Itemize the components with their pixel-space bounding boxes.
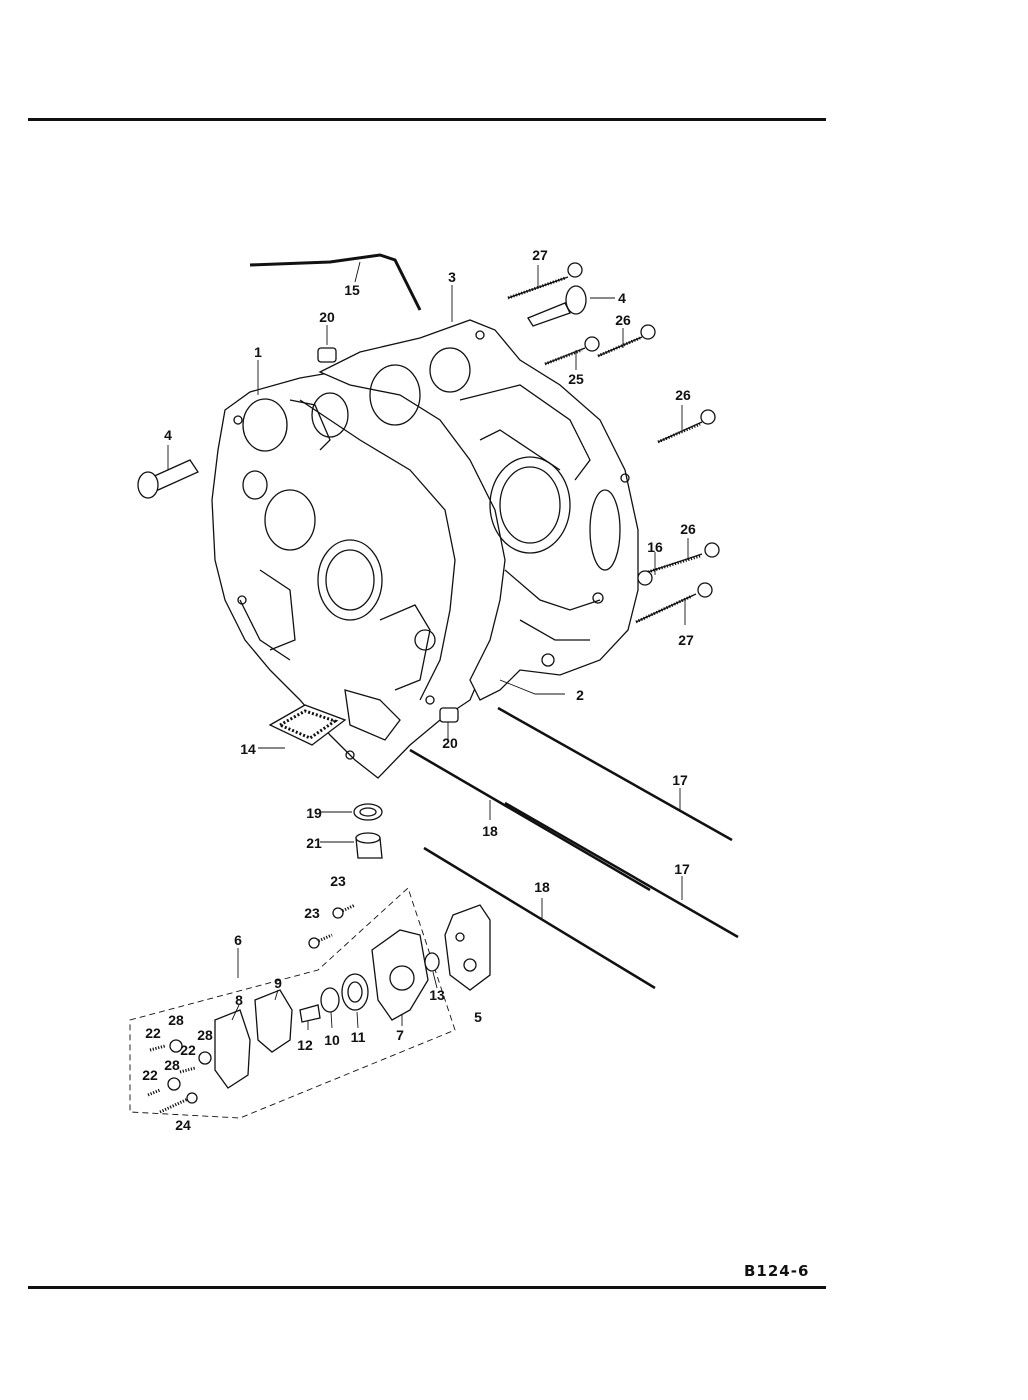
callout-28-right: 28 xyxy=(197,1027,213,1043)
callout-17-upper: 17 xyxy=(672,772,688,788)
callout-22-top: 22 xyxy=(145,1025,161,1041)
callout-23-upper: 23 xyxy=(330,873,346,889)
callout-17-lower: 17 xyxy=(674,861,690,877)
callout-18-upper: 18 xyxy=(482,823,498,839)
callout-labels: 1 2 3 4 4 5 6 7 8 9 10 11 12 13 14 15 16… xyxy=(142,247,696,1133)
callout-21: 21 xyxy=(306,835,322,851)
callout-1: 1 xyxy=(254,344,262,360)
callout-13: 13 xyxy=(429,987,445,1003)
callout-23-lower: 23 xyxy=(304,905,320,921)
callout-7: 7 xyxy=(396,1027,404,1043)
callout-18-lower: 18 xyxy=(534,879,550,895)
callout-12: 12 xyxy=(297,1037,313,1053)
callout-11: 11 xyxy=(351,1029,366,1045)
callout-26-middle: 26 xyxy=(675,387,691,403)
callout-6: 6 xyxy=(234,932,242,948)
callout-9: 9 xyxy=(274,975,282,991)
callout-15: 15 xyxy=(344,282,360,298)
callout-27-upper: 27 xyxy=(532,247,548,263)
callout-27-lower: 27 xyxy=(678,632,694,648)
callout-5: 5 xyxy=(474,1009,482,1025)
callout-14: 14 xyxy=(240,741,256,757)
callout-3: 3 xyxy=(448,269,456,285)
callout-28-bottom: 28 xyxy=(164,1057,180,1073)
top-rule xyxy=(28,118,826,121)
callout-16: 16 xyxy=(647,539,663,555)
oil-pump-parts xyxy=(147,903,491,1114)
callout-20-lower: 20 xyxy=(442,735,458,751)
callout-20-upper: 20 xyxy=(319,309,335,325)
stud-bolts xyxy=(409,706,739,990)
crankcase-right-half xyxy=(318,319,639,701)
bottom-rule xyxy=(28,1286,826,1289)
callout-10: 10 xyxy=(324,1032,340,1048)
callout-8: 8 xyxy=(235,992,243,1008)
callout-28-top: 28 xyxy=(168,1012,184,1028)
dowel-and-oil-jets xyxy=(137,253,653,723)
oil-strainer-screen xyxy=(268,704,347,746)
callout-19: 19 xyxy=(306,805,322,821)
callout-2: 2 xyxy=(576,687,584,703)
callout-26-upper: 26 xyxy=(615,312,631,328)
drain-plug-and-washer xyxy=(353,803,383,859)
callout-22-middle: 22 xyxy=(180,1042,196,1058)
crankcase-bolts xyxy=(507,262,720,624)
callout-25: 25 xyxy=(568,371,584,387)
callout-4-left: 4 xyxy=(164,427,172,443)
leader-lines xyxy=(167,261,689,1030)
oil-pump-outline xyxy=(129,887,456,1119)
crankcase-left-half xyxy=(211,371,521,779)
page-code: B124-6 xyxy=(744,1262,810,1280)
callout-24: 24 xyxy=(175,1117,191,1133)
callout-4-right: 4 xyxy=(618,290,626,306)
callout-26-lower: 26 xyxy=(680,521,696,537)
callout-22-bottom: 22 xyxy=(142,1067,158,1083)
